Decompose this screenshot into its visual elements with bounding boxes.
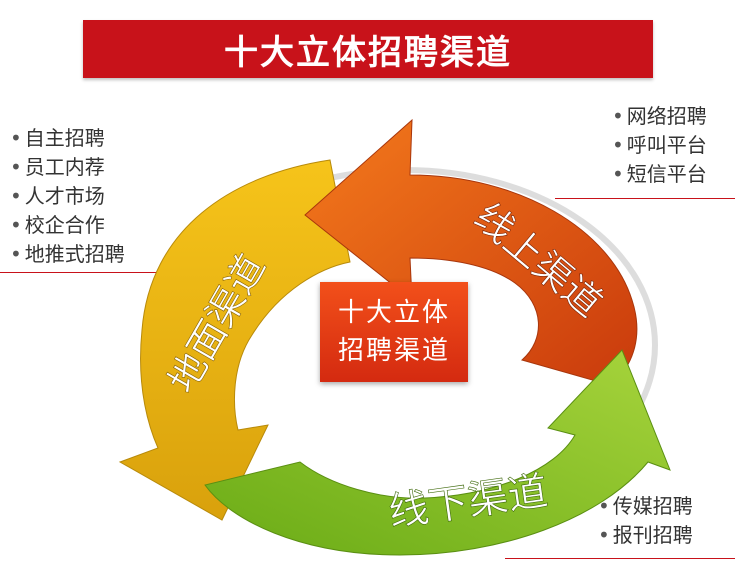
- ground-arrow: [118, 159, 351, 521]
- divider: [505, 558, 735, 559]
- center-line-1: 十大立体: [337, 298, 450, 328]
- list-item: 短信平台: [612, 160, 707, 189]
- list-item: 校企合作: [10, 211, 125, 240]
- list-item: 传媒招聘: [598, 492, 693, 521]
- diagram-title: 十大立体招聘渠道: [224, 32, 512, 73]
- center-line-2: 招聘渠道: [337, 336, 450, 366]
- title-banner: 十大立体招聘渠道: [83, 20, 653, 78]
- list-item: 网络招聘: [612, 102, 707, 131]
- offline-channel-list: 传媒招聘 报刊招聘: [598, 492, 693, 550]
- list-item: 员工内荐: [10, 153, 125, 182]
- list-item: 人才市场: [10, 182, 125, 211]
- divider: [555, 198, 735, 199]
- divider: [0, 272, 220, 273]
- list-item: 呼叫平台: [612, 131, 707, 160]
- list-item: 地推式招聘: [10, 240, 125, 269]
- center-label: 十大立体 招聘渠道: [320, 282, 468, 382]
- online-channel-list: 网络招聘 呼叫平台 短信平台: [612, 102, 707, 189]
- ground-channel-list: 自主招聘 员工内荐 人才市场 校企合作 地推式招聘: [10, 124, 125, 269]
- offline-arrow: [204, 349, 671, 556]
- list-item: 自主招聘: [10, 124, 125, 153]
- list-item: 报刊招聘: [598, 521, 693, 550]
